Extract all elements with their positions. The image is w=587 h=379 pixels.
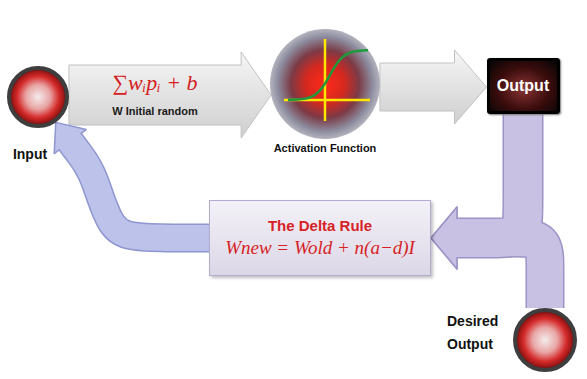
activation-symbol	[270, 29, 380, 139]
flow-band-fill	[455, 238, 545, 308]
block-arrow	[69, 52, 271, 138]
output-box: Output	[487, 58, 560, 114]
input-circle: Input	[7, 66, 69, 128]
ball-shape	[515, 310, 575, 370]
glow-disc	[270, 29, 380, 139]
node-label: Activation Function	[245, 142, 405, 154]
flow-band	[455, 238, 545, 308]
arrow-head	[431, 207, 457, 269]
weight-note: W Initial random	[112, 105, 198, 117]
desired-circle: Desired Output	[513, 308, 577, 372]
node-label: Input	[0, 146, 61, 162]
arrow-head	[431, 207, 457, 269]
rule-box: The Delta RuleWnew = Wold + n(a−d)I	[209, 200, 431, 276]
sigmoid-curve	[288, 50, 368, 100]
edge-label: ∑wᵢpᵢ + b	[112, 70, 197, 96]
block-arrow	[380, 50, 487, 124]
signal-ball	[513, 308, 577, 372]
flow-band	[69, 140, 209, 238]
box-title: The Delta Rule	[268, 217, 372, 234]
flow-band-fill	[69, 140, 209, 238]
flow-band	[455, 114, 523, 238]
activation-circle: Activation Function	[270, 29, 380, 139]
signal-ball	[7, 66, 69, 128]
formula: Wnew = Wold + n(a−d)I	[225, 237, 415, 259]
box-title: Output	[497, 77, 549, 95]
ball-shape	[9, 68, 67, 126]
flow-band-fill	[455, 114, 523, 238]
node-label: Desired Output	[447, 310, 509, 356]
